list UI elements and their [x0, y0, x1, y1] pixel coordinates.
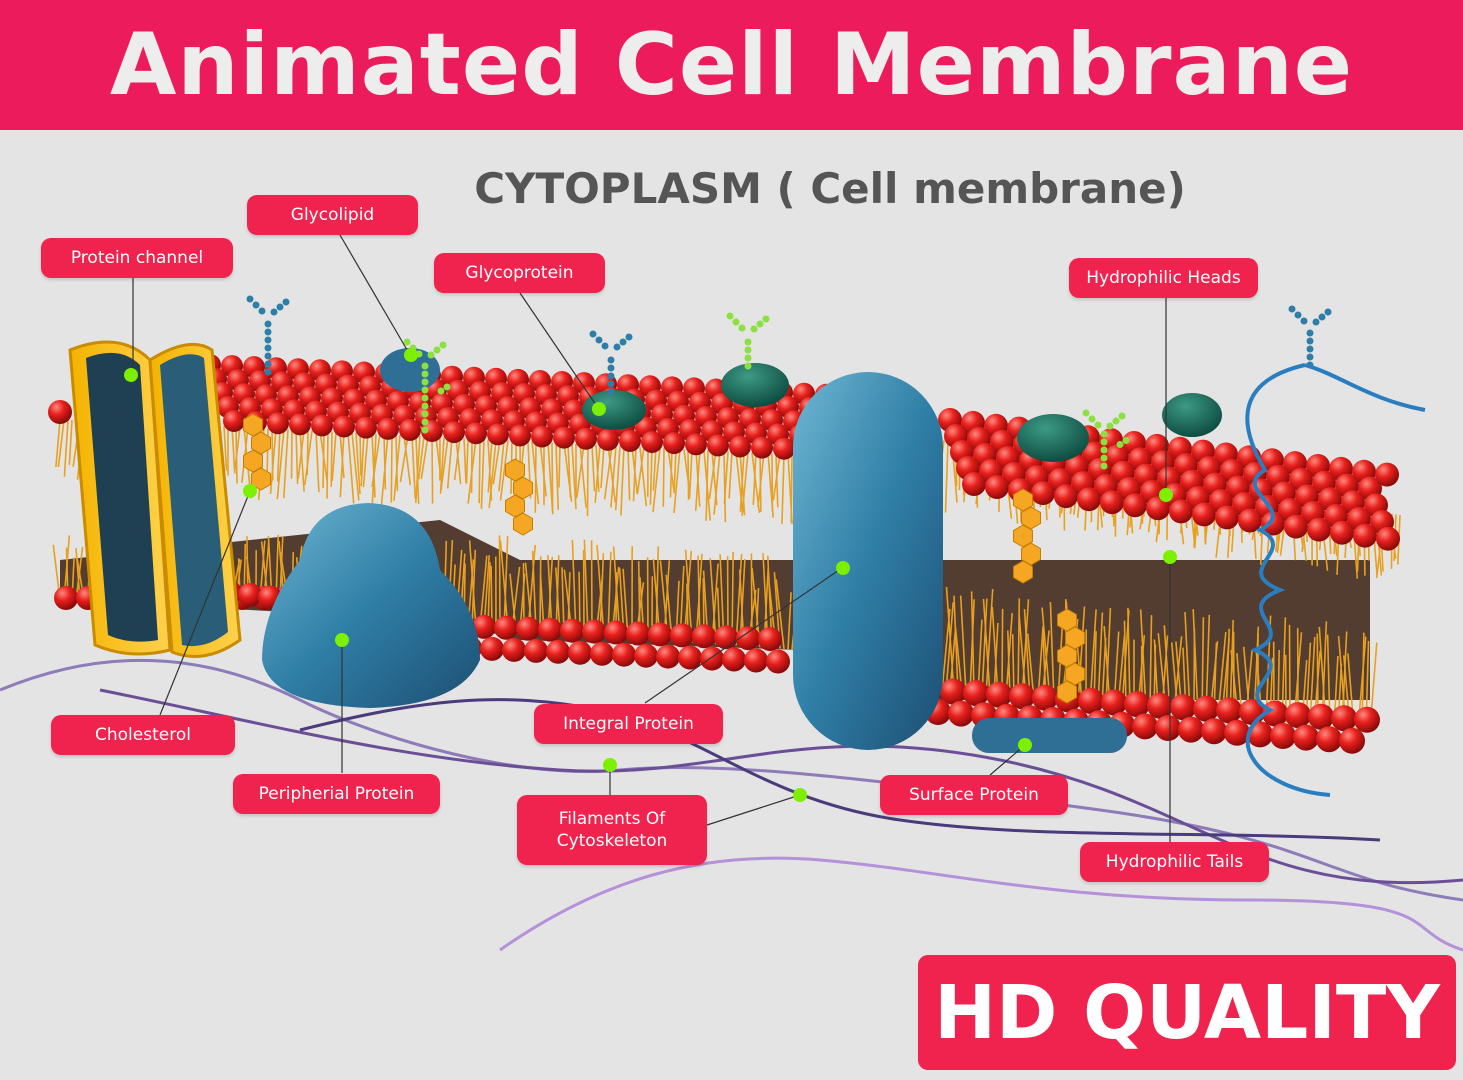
- carbohydrate-chains: [246, 295, 1332, 470]
- label-integral-protein: Integral Protein: [534, 704, 723, 744]
- label-hydrophilic-tails: Hydrophilic Tails: [1080, 842, 1269, 882]
- label-filaments-line1: Filaments Of: [558, 809, 666, 829]
- cholesterol-molecules: [243, 413, 1085, 704]
- label-glycolipid: Glycolipid: [247, 195, 418, 235]
- hd-quality-badge: HD QUALITY: [918, 955, 1456, 1070]
- label-surface-protein: Surface Protein: [880, 775, 1068, 815]
- leader-lines: [132, 234, 1171, 842]
- helix-protein: [1245, 363, 1426, 797]
- surface-protein: [972, 718, 1127, 753]
- label-filaments-line2: Cytoskeleton: [556, 831, 668, 851]
- page-title: Animated Cell Membrane: [109, 15, 1354, 115]
- label-filaments-of-cytoskeleton: Filaments Of Cytoskeleton: [517, 795, 707, 865]
- label-protein-channel: Protein channel: [41, 238, 233, 278]
- label-cholesterol: Cholesterol: [51, 715, 235, 755]
- label-hydrophilic-heads: Hydrophilic Heads: [1069, 258, 1258, 298]
- peripheral-protein: [262, 503, 480, 708]
- integral-protein: [793, 372, 943, 750]
- protein-channel: [68, 340, 242, 658]
- label-glycoprotein: Glycoprotein: [434, 253, 605, 293]
- label-peripheral-protein: Peripherial Protein: [233, 774, 440, 814]
- title-banner: Animated Cell Membrane: [0, 0, 1463, 130]
- marker-dots: [124, 348, 1177, 802]
- diagram-subtitle: CYTOPLASM ( Cell membrane): [474, 164, 1186, 213]
